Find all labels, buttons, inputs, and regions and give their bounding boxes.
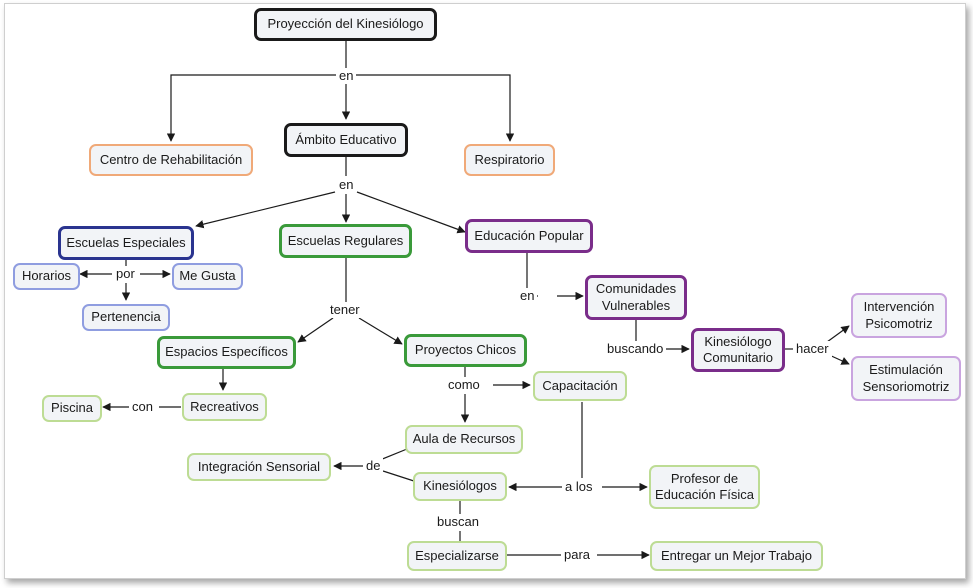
link-label-con: con	[129, 399, 156, 415]
link-label-en: en	[336, 68, 357, 84]
node-me-gusta[interactable]: Me Gusta	[172, 263, 243, 290]
arrow-to-respiratorio	[346, 74, 515, 142]
link-label-buscan: buscan	[434, 514, 482, 530]
node-educacion-popular[interactable]: Educación Popular	[465, 219, 593, 253]
node-piscina[interactable]: Piscina	[42, 395, 102, 422]
node-entregar-mejor-trabajo[interactable]: Entregar un Mejor Trabajo	[650, 541, 823, 571]
node-aula-de-recursos[interactable]: Aula de Recursos	[405, 425, 523, 454]
node-proyectos-chicos[interactable]: Proyectos Chicos	[404, 334, 527, 367]
node-espacios-especificos[interactable]: Espacios Específicos	[157, 336, 296, 369]
node-ambito-educativo[interactable]: Ámbito Educativo	[284, 123, 408, 157]
node-comunidades-vulnerables[interactable]: Comunidades Vulnerables	[585, 275, 687, 320]
node-kinesiologo-comunitario[interactable]: Kinesiólogo Comunitario	[691, 328, 785, 372]
arrow-to-espacios	[297, 317, 334, 343]
node-integracion-sensorial[interactable]: Integración Sensorial	[187, 453, 331, 481]
node-pertenencia[interactable]: Pertenencia	[82, 304, 170, 331]
node-capacitacion[interactable]: Capacitación	[533, 371, 627, 401]
node-recreativos[interactable]: Recreativos	[182, 393, 267, 421]
link-label-buscando: buscando	[604, 341, 667, 357]
node-escuelas-especiales[interactable]: Escuelas Especiales	[58, 226, 194, 260]
arrow-to-proyectos	[358, 317, 403, 345]
node-respiratorio[interactable]: Respiratorio	[464, 144, 555, 176]
line-kinesiologos-de	[382, 470, 418, 483]
node-estimulacion-sensoriomotriz[interactable]: Estimulación Sensoriomotriz	[851, 356, 961, 401]
link-label-tener: tener	[327, 302, 363, 318]
node-centro-rehabilitacion[interactable]: Centro de Rehabilitación	[89, 144, 253, 176]
link-label-a-los: a los	[562, 479, 596, 495]
link-label-como: como	[445, 377, 483, 393]
concept-map: en en por en buscando hacer tener con co…	[4, 3, 966, 579]
node-kinesiologos[interactable]: Kinesiólogos	[413, 472, 507, 501]
node-escuelas-regulares[interactable]: Escuelas Regulares	[279, 224, 412, 258]
node-horarios[interactable]: Horarios	[13, 263, 80, 290]
node-profesor-educacion-fisica[interactable]: Profesor de Educación Física	[649, 465, 760, 509]
arrow-to-educ-popular	[356, 191, 466, 234]
link-label-por: por	[113, 266, 138, 282]
arrow-to-esc-especiales	[195, 191, 336, 229]
arrow-to-intervencion	[826, 325, 850, 343]
link-label-en: en	[517, 288, 538, 304]
node-proyeccion[interactable]: Proyección del Kinesiólogo	[254, 8, 437, 41]
link-label-en: en	[336, 177, 357, 193]
node-especializarse[interactable]: Especializarse	[407, 541, 507, 571]
node-intervencion-psicomotriz[interactable]: Intervención Psicomotriz	[851, 293, 947, 338]
link-label-para: para	[561, 547, 594, 563]
arrow-to-centro	[166, 74, 346, 142]
link-label-de: de	[363, 458, 384, 474]
link-label-hacer: hacer	[793, 341, 832, 357]
